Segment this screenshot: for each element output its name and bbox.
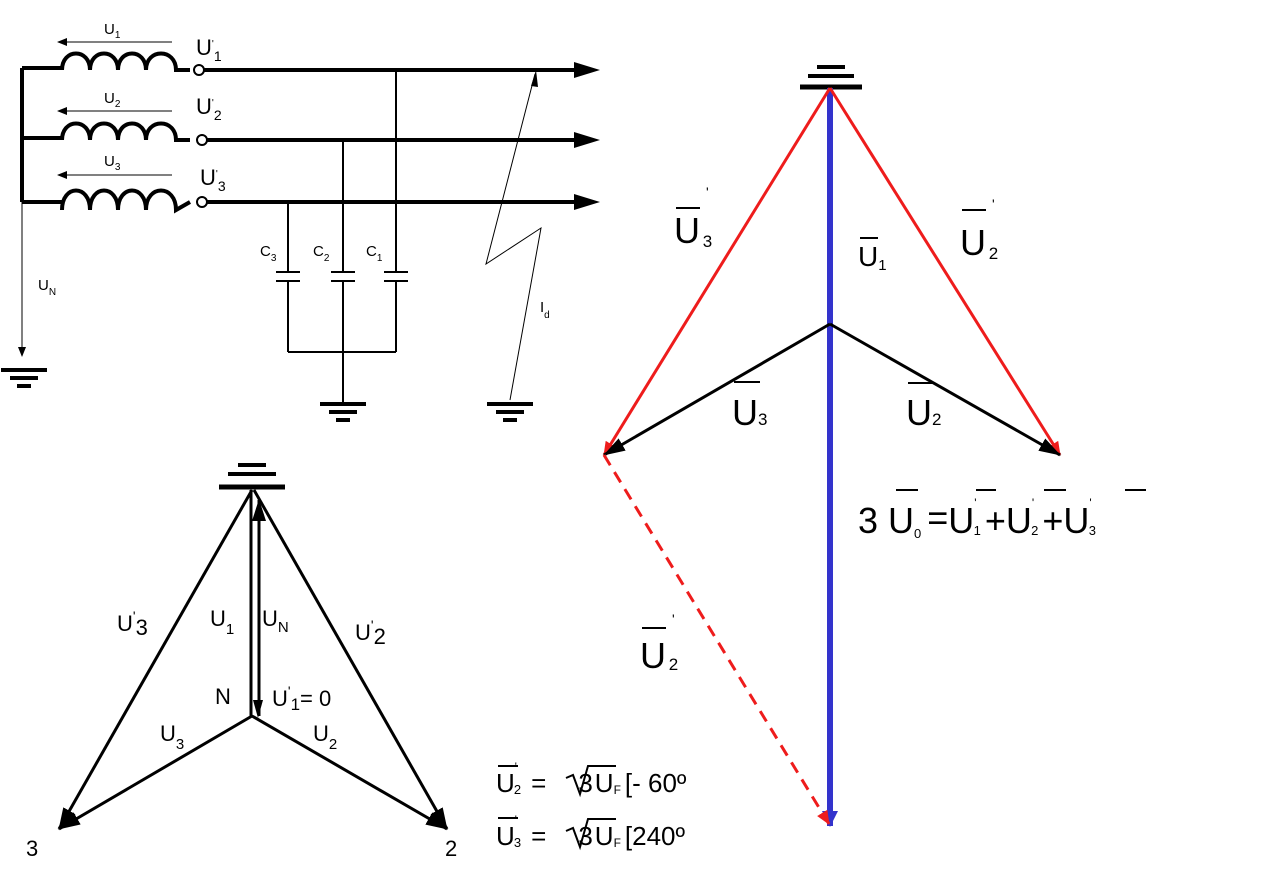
- capacitor-1-label: C1: [366, 243, 383, 264]
- winding-3-label: U3: [104, 153, 121, 173]
- svg-text:U'3: U'3: [674, 184, 712, 251]
- terminal-1-label: U'1: [196, 35, 222, 64]
- winding-2: [60, 121, 190, 142]
- large-u3-prime-label: U'3: [674, 184, 712, 251]
- svg-text:U'2=3UF[- 60º: U'2=3UF[- 60º: [496, 761, 687, 798]
- svg-text:U'3=3UF[240º: U'3=3UF[240º: [496, 814, 686, 851]
- large-u1-label: U1: [858, 237, 887, 274]
- fault-path: [485, 73, 542, 401]
- large-u2-label: U2: [906, 382, 941, 433]
- svg-text:U'2: U'2: [640, 611, 678, 676]
- svg-text:U1: U1: [858, 241, 887, 274]
- capacitor-3-label: C3: [260, 243, 277, 264]
- terminal-3-label: U'3: [200, 165, 226, 194]
- capacitor-3: [276, 271, 300, 282]
- fault-current-label: Id: [540, 299, 550, 321]
- large-u2-prime-shifted-label: U'2: [640, 611, 678, 676]
- winding-1-label: U1: [104, 21, 121, 41]
- ground-symbol: [800, 65, 862, 90]
- capacitor-2-label: C2: [313, 243, 330, 264]
- capacitor-2: [331, 271, 355, 282]
- large-u3-label: U3: [732, 381, 767, 433]
- small-u2-prime-label: U'2: [355, 617, 386, 649]
- neutral-voltage-label: UN: [38, 277, 56, 298]
- small-u1-label: U1: [210, 606, 234, 638]
- formula-u3-prime: U'3=3UF[240º: [496, 814, 686, 851]
- large-phasor-diagram: [602, 65, 1062, 827]
- formula-u2-prime: U'2=3UF[- 60º: [496, 761, 687, 798]
- small-phasor-diagram: [57, 463, 449, 831]
- capacitor-1: [384, 271, 408, 282]
- svg-text:U'2: U'2: [960, 196, 998, 263]
- small-u2-label: U2: [313, 721, 337, 753]
- u1-prime-zero-label: U'1= 0: [272, 683, 331, 714]
- winding-2-label: U2: [104, 90, 121, 110]
- winding-1: [60, 51, 190, 72]
- ground-symbol: [219, 463, 285, 490]
- large-u2-prime-label: U'2: [960, 196, 998, 263]
- ground-symbol: [320, 402, 366, 422]
- circuit-schematic: [1, 38, 600, 422]
- small-un-label: UN: [262, 606, 289, 636]
- small-u3-label: U3: [160, 721, 184, 753]
- vertex-2-label: 2: [445, 836, 457, 861]
- svg-text:U3: U3: [732, 392, 767, 433]
- vertex-3-label: 3: [26, 836, 38, 861]
- neutral-point-label: N: [215, 684, 231, 709]
- svg-text:3U0=U'1+U'2+U'3: 3U0=U'1+U'2+U'3: [858, 496, 1096, 541]
- svg-text:U2: U2: [906, 392, 941, 433]
- small-u3-prime-label: U'3: [117, 608, 148, 640]
- ground-symbol: [487, 402, 533, 422]
- terminal-2-label: U'2: [196, 94, 222, 123]
- winding-3: [60, 188, 191, 214]
- ground-symbol: [1, 368, 47, 388]
